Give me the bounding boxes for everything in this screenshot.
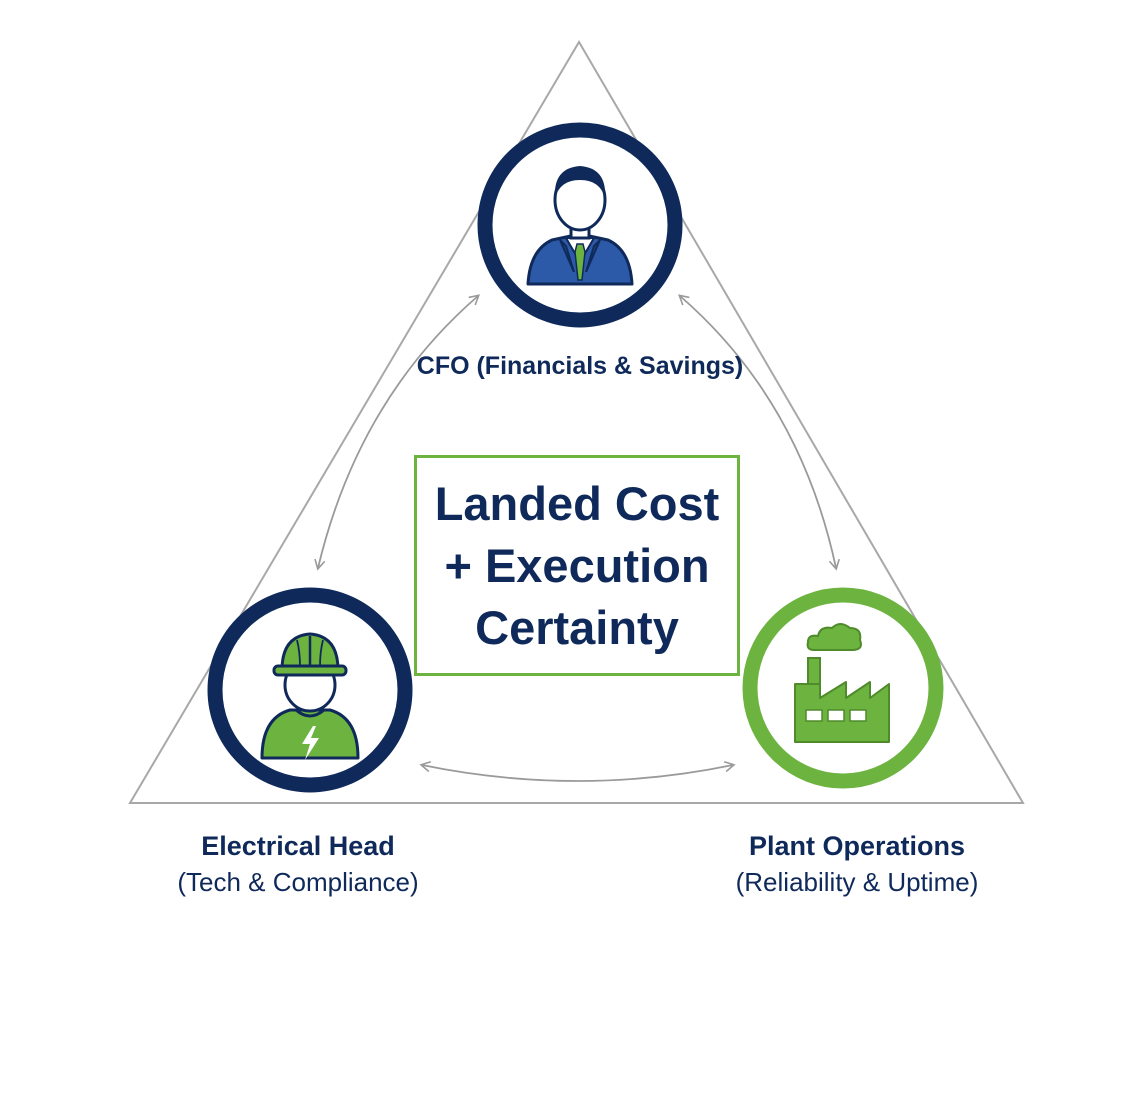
cfo-label: CFO (Financials & Savings) [300,348,860,384]
center-value-text: Landed Cost + Execution Certainty [435,473,720,659]
arrow-cfo-plant [678,294,840,571]
arrow-electrical-plant [419,760,736,782]
center-line-2: + Execution [444,538,710,592]
center-line-1: Landed Cost [434,476,720,530]
factory-icon [794,623,890,743]
lightning-icon [302,726,319,760]
hardhat-worker-icon [260,632,360,760]
electrical-focus: (Tech & Compliance) [177,867,419,897]
arrow-cfo-electrical [314,294,480,571]
center-line-3: Certainty [475,600,679,654]
cfo-label-text: CFO (Financials & Savings) [416,352,744,380]
businessman-icon [526,166,634,286]
center-value-box: Landed Cost + Execution Certainty [414,455,740,676]
plant-node [742,587,944,789]
plant-focus: (Reliability & Uptime) [735,867,979,897]
electrical-role: Electrical Head [201,831,395,861]
electrical-label: Electrical Head (Tech & Compliance) [88,828,508,900]
electrical-node [207,587,413,793]
cfo-node [477,122,683,328]
plant-role: Plant Operations [748,831,966,861]
plant-label: Plant Operations (Reliability & Uptime) [647,828,1067,900]
